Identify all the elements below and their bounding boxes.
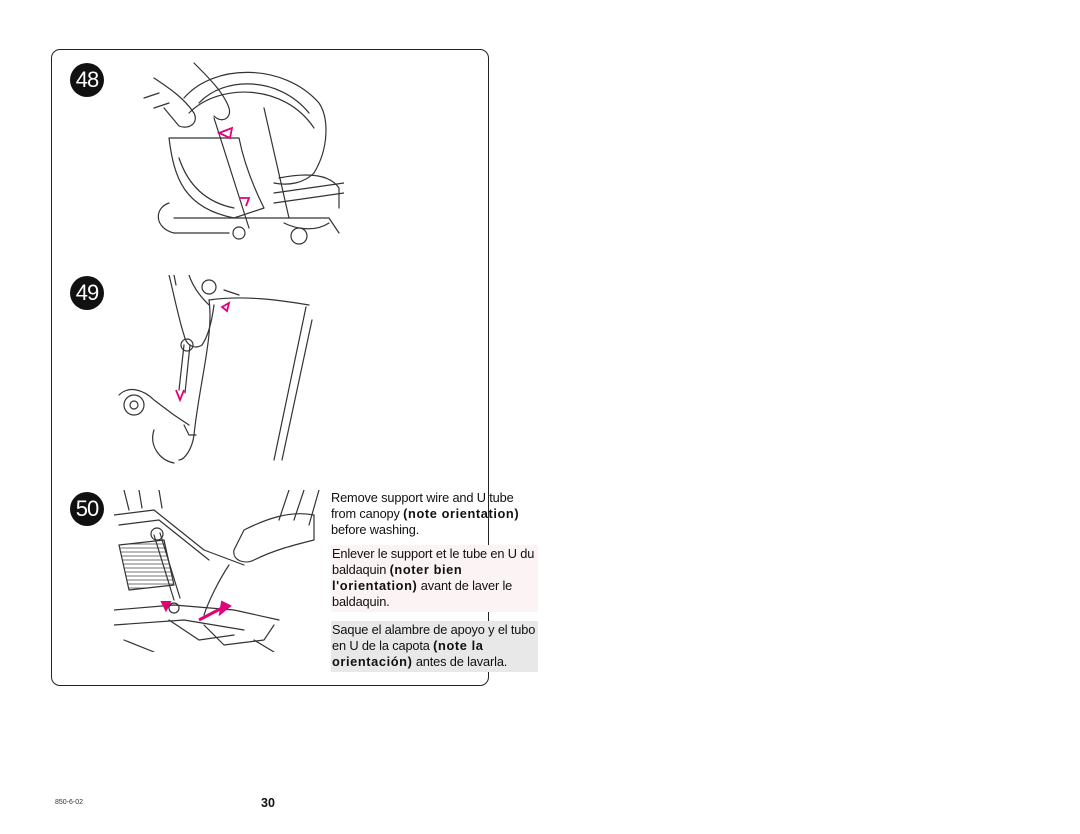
english-instruction-text: Remove support wire and U tube from cano…	[331, 490, 514, 521]
page-number: 30	[261, 796, 275, 810]
french-instruction: Enlever le support et le tube en U du ba…	[331, 545, 538, 612]
spanish-instruction-bold: (note la orientación)	[332, 638, 484, 669]
document-code: 850-6-02	[55, 799, 84, 806]
spanish-instruction-text: Saque el alambre de apoyo y el tubo en U…	[332, 622, 536, 653]
spanish-instruction-tail: antes de lavarla.	[412, 654, 508, 669]
spanish-instruction: Saque el alambre de apoyo y el tubo en U…	[331, 621, 538, 672]
support-wire-removal-icon	[114, 490, 320, 652]
step-48-badge: 48	[70, 63, 104, 97]
french-instruction-bold: (noter bien l'orientation)	[332, 562, 463, 593]
french-instruction-text: Enlever le support et le tube en U du ba…	[332, 546, 535, 577]
stroller-canopy-removal-icon	[143, 62, 344, 245]
canopy-tube-removal-icon	[118, 275, 313, 464]
step-49-badge: 49	[70, 276, 104, 310]
instruction-panel: 48	[51, 49, 538, 686]
english-instruction: Remove support wire and U tube from cano…	[331, 490, 535, 538]
step-50-badge: 50	[70, 492, 104, 526]
english-instruction-tail: before washing.	[331, 522, 420, 537]
french-instruction-tail: avant de laver le baldaquin.	[332, 578, 513, 609]
english-instruction-bold: (note orientation)	[403, 506, 520, 521]
